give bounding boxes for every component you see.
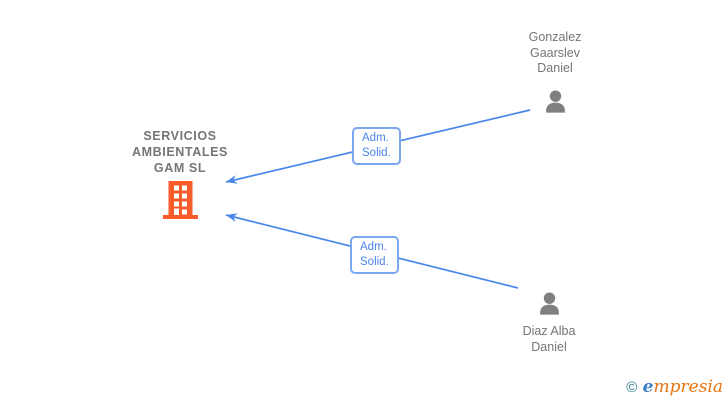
edge-label-adm-solid-1[interactable]: Adm. Solid.	[352, 127, 401, 165]
company-name-label: SERVICIOS AMBIENTALES GAM SL	[132, 129, 228, 175]
copyright-icon: ©	[626, 379, 638, 396]
brand-name: mpresia	[653, 377, 724, 397]
person-icon	[539, 292, 559, 315]
empresia-logo[interactable]: © empresia	[626, 377, 723, 397]
brand-initial: e	[642, 377, 654, 397]
person-node-gonzalez[interactable]: Gonzalez Gaarslev Daniel	[497, 30, 613, 117]
person-name-label: Diaz Alba Daniel	[522, 324, 576, 354]
person-name-label: Gonzalez Gaarslev Daniel	[528, 30, 582, 75]
company-node[interactable]: SERVICIOS AMBIENTALES GAM SL	[95, 128, 265, 219]
person-icon	[545, 89, 565, 113]
person-node-diaz[interactable]: Diaz Alba Daniel	[491, 290, 607, 355]
edge-label-adm-solid-2[interactable]: Adm. Solid.	[350, 236, 399, 274]
building-icon	[162, 181, 198, 219]
